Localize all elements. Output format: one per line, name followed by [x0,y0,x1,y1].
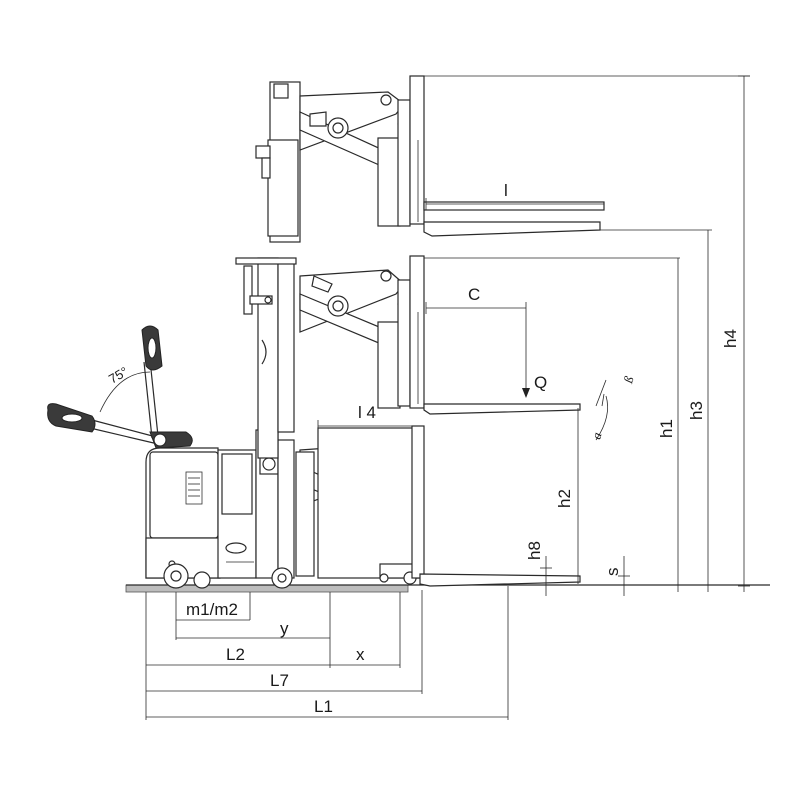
dim-l7: L7 [146,590,423,694]
l-label: l [504,181,508,200]
dim-h1: h1 [424,257,680,592]
dim-y: y [176,592,331,668]
tiller-arm-upright [141,325,163,439]
h4-label: h4 [721,329,740,348]
beta-label: ß [620,374,637,386]
mast-extended [235,257,297,459]
hydraulic-cylinder [243,265,273,315]
h3-label: h3 [687,401,706,420]
dim-l1: L1 [146,586,509,720]
drive-wheel [163,563,211,589]
h2-label: h2 [555,489,574,508]
l7-label: L7 [270,671,289,690]
dim-s: s [603,556,630,596]
drive-unit-body [145,447,221,579]
dim-h4: h4 [416,75,750,592]
m1m2-label: m1/m2 [186,600,238,619]
l4-label: l 4 [358,403,376,422]
l1-label: L1 [314,697,333,716]
x-label: x [356,645,365,664]
battery-vent-grille [185,471,203,505]
mast-fixed [255,429,295,589]
dim-l4: l 4 [317,403,418,432]
y-label: y [280,619,289,638]
alpha-label: a [588,430,604,441]
dim-l2-x: L2 x [145,592,401,720]
c-label: C [468,285,480,304]
dim-h3: h3 [600,229,712,592]
dim-h8: h8 [525,541,552,596]
mast-top-stage [255,81,301,243]
tiller-head [149,431,193,449]
reach-mechanism-top [299,91,411,227]
fork-top [409,75,605,237]
l2-label: L2 [226,645,245,664]
q-label: Q [534,373,547,392]
h8-label: h8 [525,541,544,560]
angle-label: 75° [106,364,131,387]
operator-platform [217,449,257,579]
dim-h2: h2 [555,408,579,584]
reach-mechanism-middle [299,269,411,409]
tiller-arm-lowered [47,403,161,445]
h1-label: h1 [657,419,676,438]
s-label: s [603,568,622,577]
reach-mechanism-lowered [295,427,421,585]
dim-c: C Q [425,285,547,398]
tiller-angle-arc: 75° [99,364,151,413]
dim-l: l [425,181,604,210]
dim-tilt-angles: a ß [588,374,636,441]
dim-m1m2: m1/m2 [175,592,251,640]
fork-middle [409,255,581,415]
